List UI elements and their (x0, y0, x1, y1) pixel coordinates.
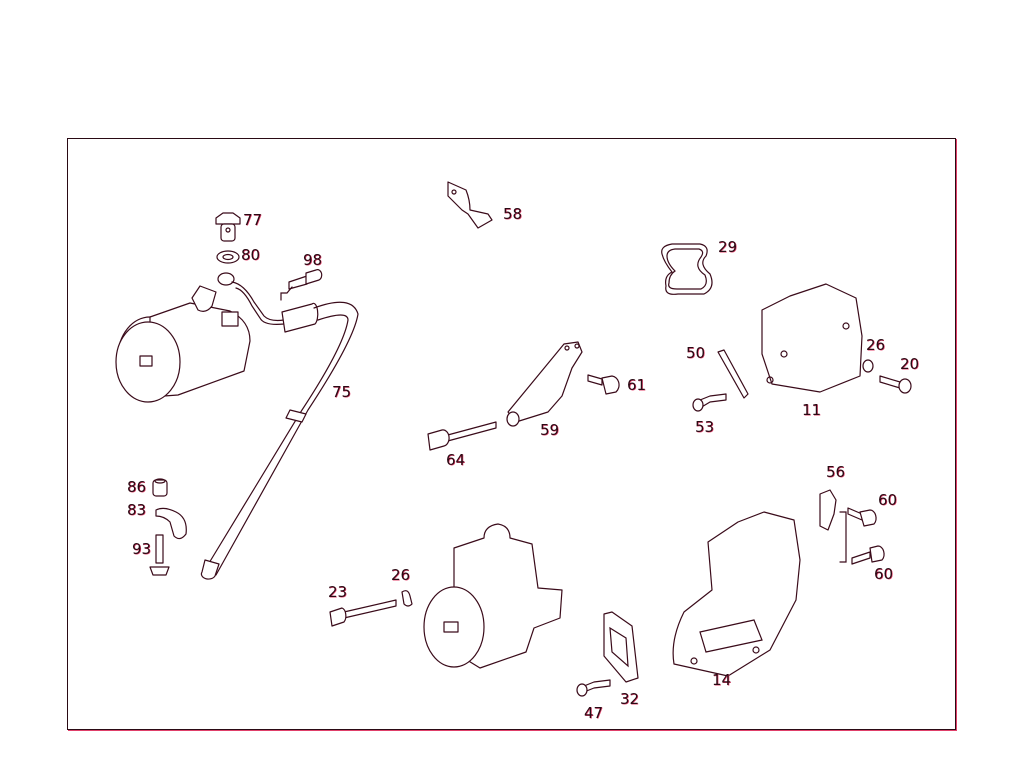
part-14-pump-bracket[interactable] (672, 511, 801, 677)
part-56-clip[interactable] (819, 489, 847, 563)
callout-58[interactable]: 58 (503, 205, 523, 223)
part-61-bolt[interactable] (587, 374, 620, 395)
callout-86[interactable]: 86 (127, 478, 147, 496)
callout-29[interactable]: 29 (718, 238, 738, 256)
callout-60a[interactable]: 60 (878, 491, 898, 509)
callout-83[interactable]: 83 (127, 501, 147, 519)
callout-47[interactable]: 47 (584, 704, 604, 722)
part-11-mounting-bracket[interactable] (761, 283, 863, 393)
part-23-bolt[interactable] (329, 599, 397, 627)
part-58-bracket[interactable] (447, 181, 493, 229)
callout-61[interactable]: 61 (627, 376, 647, 394)
callout-59[interactable]: 59 (540, 421, 560, 439)
diagram-frame (67, 138, 956, 730)
part-98-bolt[interactable] (280, 269, 323, 301)
part-26-spacer-right[interactable] (862, 359, 874, 373)
callout-14[interactable]: 14 (712, 671, 732, 689)
part-26-spacer-left[interactable] (401, 590, 413, 607)
callout-80[interactable]: 80 (241, 246, 261, 264)
part-power-steering-pump-lower[interactable] (423, 523, 563, 669)
part-53-bolt[interactable] (692, 393, 727, 412)
part-20-bolt[interactable] (879, 375, 912, 394)
part-29-gasket[interactable] (661, 243, 713, 295)
callout-53[interactable]: 53 (695, 418, 715, 436)
callout-75[interactable]: 75 (332, 383, 352, 401)
part-83-clamp[interactable] (155, 507, 187, 540)
part-64-long-bolt[interactable] (427, 421, 497, 451)
part-80-sealing-washer[interactable] (216, 250, 240, 264)
callout-26b[interactable]: 26 (391, 566, 411, 584)
callout-60b[interactable]: 60 (874, 565, 894, 583)
part-60-bolt-lower[interactable] (851, 545, 885, 565)
part-47-bolt[interactable] (576, 679, 611, 697)
part-77-banjo-bolt[interactable] (215, 212, 241, 242)
part-59-support-bracket[interactable] (506, 341, 583, 427)
part-50-strap[interactable] (717, 349, 749, 399)
part-32-gasket[interactable] (603, 611, 639, 683)
callout-93[interactable]: 93 (132, 540, 152, 558)
part-60-bolt-upper[interactable] (847, 507, 877, 527)
callout-23[interactable]: 23 (328, 583, 348, 601)
callout-56[interactable]: 56 (826, 463, 846, 481)
callout-32[interactable]: 32 (620, 690, 640, 708)
part-power-steering-pump-assembly[interactable] (115, 285, 251, 403)
callout-77[interactable]: 77 (243, 211, 263, 229)
part-93-screw[interactable] (149, 534, 170, 576)
callout-26a[interactable]: 26 (866, 336, 886, 354)
callout-11[interactable]: 11 (802, 401, 822, 419)
part-75-pressure-hose[interactable] (200, 272, 359, 580)
callout-64[interactable]: 64 (446, 451, 466, 469)
callout-50[interactable]: 50 (686, 344, 706, 362)
callout-20[interactable]: 20 (900, 355, 920, 373)
callout-98[interactable]: 98 (303, 251, 323, 269)
part-86-spacer[interactable] (152, 478, 168, 497)
